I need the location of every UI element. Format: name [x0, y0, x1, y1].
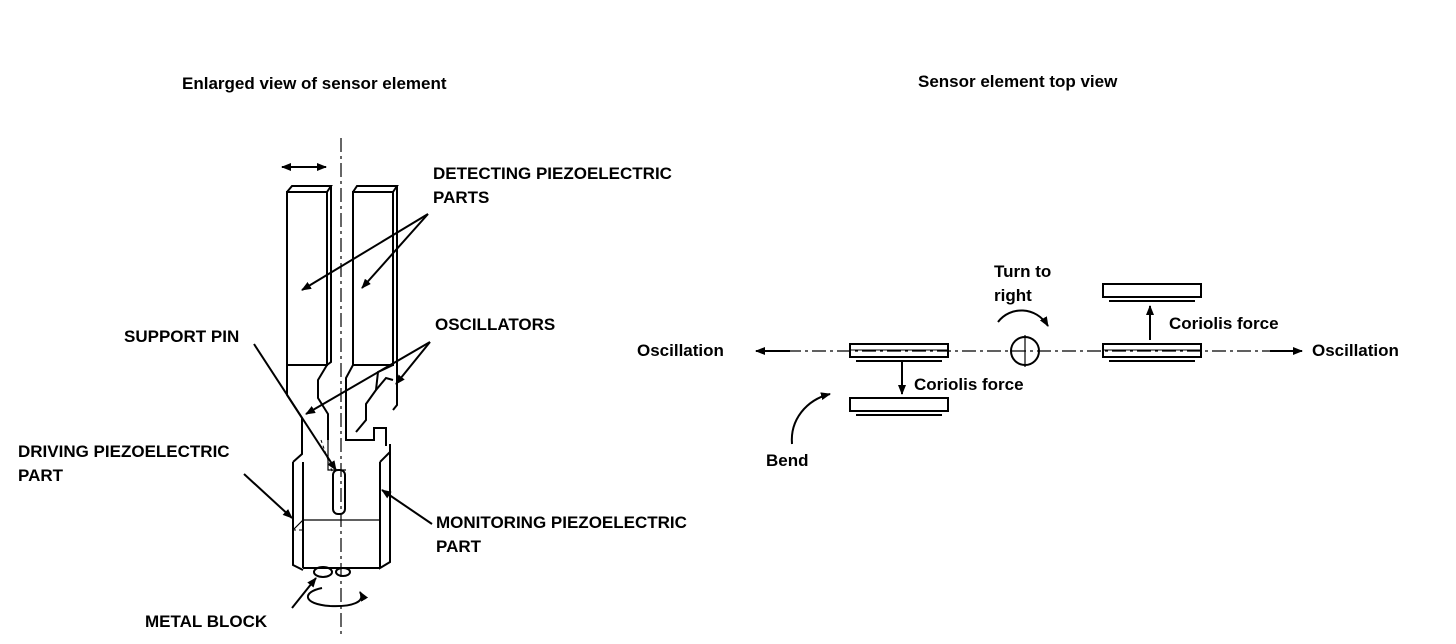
left-tine-bent: [849, 397, 949, 416]
driving-part-line2: PART: [18, 466, 64, 485]
support-pin-label: SUPPORT PIN: [124, 327, 240, 346]
right-tine-top-view: [1102, 343, 1202, 362]
monitoring-part-line2: PART: [436, 537, 482, 556]
detecting-parts-line2: PARTS: [433, 188, 490, 207]
right-tine-bent: [1102, 283, 1202, 302]
oscillation-left-label: Oscillation: [637, 341, 724, 360]
oscillators-label: OSCILLATORS: [435, 315, 556, 334]
top-view-drawing: [755, 283, 1303, 445]
monitoring-part-line1: MONITORING PIEZOELECTRIC: [436, 513, 687, 532]
leader-arrows: [243, 213, 433, 609]
bend-label: Bend: [766, 451, 809, 470]
right-panel-title: Sensor element top view: [918, 72, 1118, 91]
detecting-parts-line1: DETECTING PIEZOELECTRIC: [433, 164, 672, 183]
monitoring-part-label: MONITORING PIEZOELECTRIC PART: [436, 511, 687, 559]
right-oscillator-tine: [345, 185, 399, 433]
coriolis-force-right-label: Coriolis force: [1169, 314, 1279, 333]
turn-right-arrow: [997, 309, 1049, 327]
detecting-parts-label: DETECTING PIEZOELECTRIC PARTS: [433, 162, 672, 210]
rotation-axis-symbol: [1010, 335, 1040, 367]
rotation-arrow: [307, 587, 369, 608]
oscillation-right-label: Oscillation: [1312, 341, 1399, 360]
left-oscillator-tine: [286, 185, 333, 440]
left-panel-title: Enlarged view of sensor element: [182, 74, 447, 93]
metal-block-label: METAL BLOCK: [145, 612, 268, 631]
coriolis-force-left-label: Coriolis force: [914, 375, 1024, 394]
driving-part-line1: DRIVING PIEZOELECTRIC: [18, 442, 230, 461]
bend-arrow: [790, 392, 831, 445]
turn-to-right-label: Turn to right: [994, 260, 1051, 308]
left-tine-top-view: [849, 343, 949, 362]
sensor-element-drawing: [243, 138, 433, 634]
turn-to-right-line1: Turn to: [994, 262, 1052, 281]
driving-part-label: DRIVING PIEZOELECTRIC PART: [18, 440, 230, 488]
metal-block: [313, 566, 351, 578]
turn-to-right-line2: right: [994, 286, 1032, 305]
